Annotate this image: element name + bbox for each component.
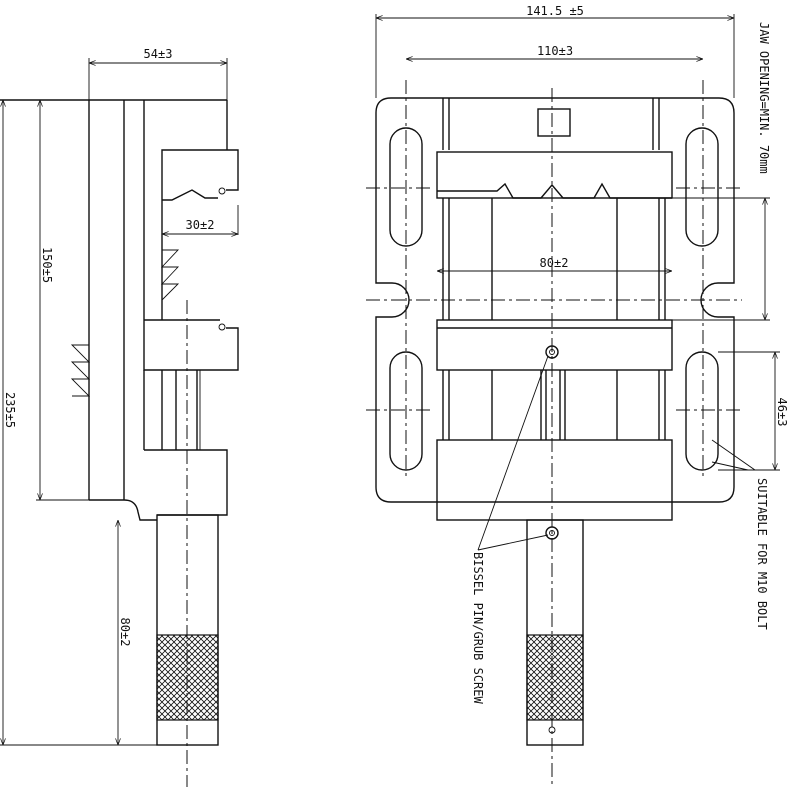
bolt-note: SUITABLE FOR M10 BOLT [755, 478, 769, 630]
side-view: 54±3 235±5 150±5 30±2 [0, 47, 239, 787]
jaw-opening-note: JAW OPENING=MIN. 70mm [757, 22, 771, 174]
movable-jaw [436, 319, 673, 371]
mounting-slot [389, 127, 423, 247]
base-plate [375, 97, 735, 503]
dim-overall-width-label: 141.5 ±5 [526, 4, 584, 18]
knurled-handle [526, 634, 584, 721]
dim-slot-spacing-label: 110±3 [537, 44, 573, 58]
dim-slot-length-label: 46±3 [775, 398, 787, 427]
surface-finish-mark [160, 249, 180, 301]
mounting-slot [685, 127, 719, 247]
mounting-slot [685, 351, 719, 471]
mounting-slot [389, 351, 423, 471]
dim-total-height-label: 235±5 [3, 392, 17, 428]
dim-width-label: 54±3 [144, 47, 173, 61]
fixed-jaw [436, 151, 673, 199]
dim-jaw-width-label: 80±2 [540, 256, 569, 270]
dim-body-height-label: 150±5 [40, 247, 54, 283]
surface-finish-mark [70, 344, 91, 397]
pin-note: BISSEL PIN/GRUB SCREW [471, 552, 485, 704]
dim-width: 54±3 [88, 47, 228, 100]
dim-jaw-depth-label: 30±2 [186, 218, 215, 232]
front-view: 141.5 ±5 110±3 80±2 JAW OPEN [366, 4, 787, 787]
dim-shaft-length-label: 80±2 [118, 618, 132, 647]
